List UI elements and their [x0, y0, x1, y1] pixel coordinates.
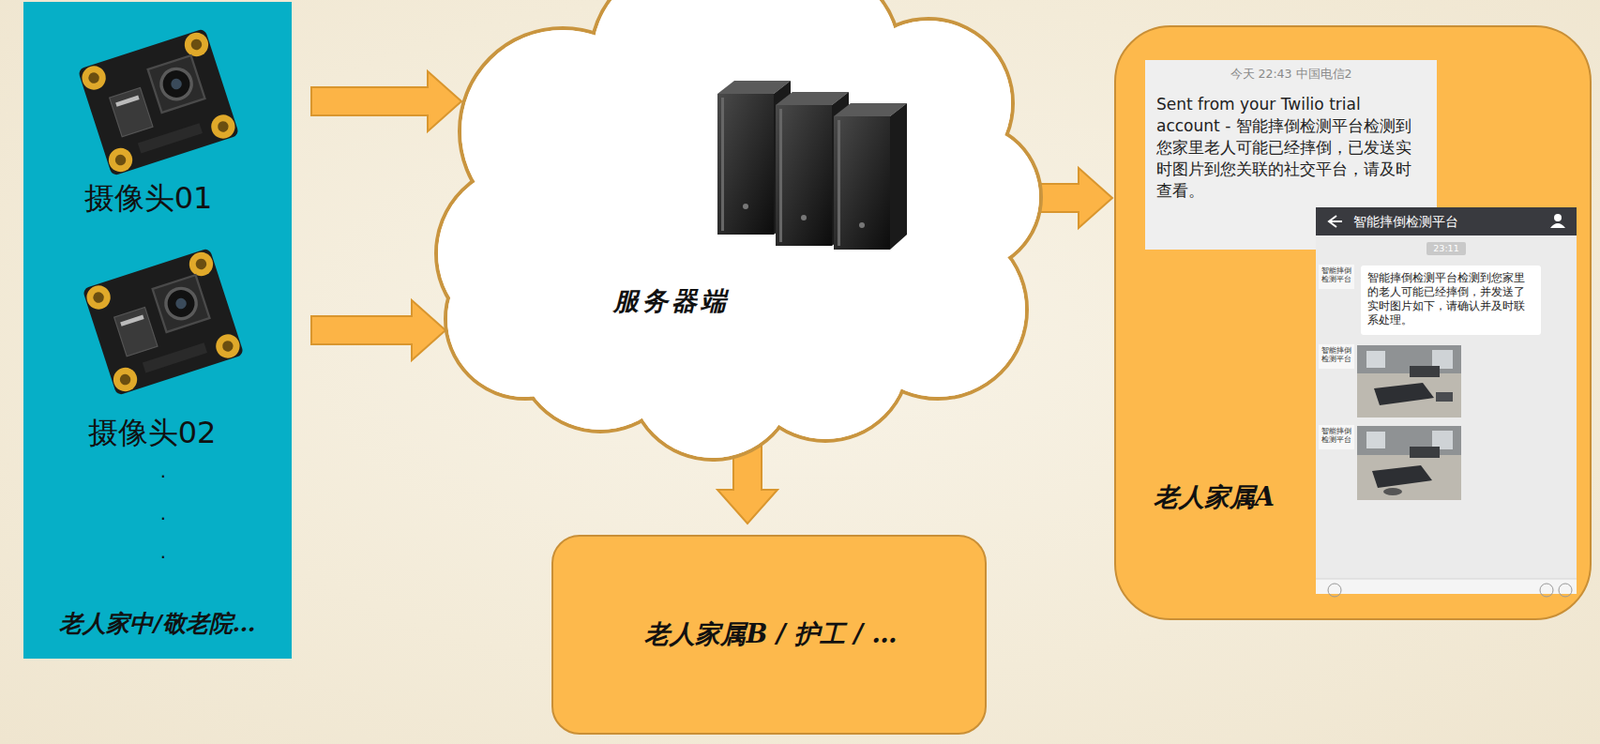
- chat-screenshot-illustration: [1315, 207, 1577, 594]
- avatar-name: 智能摔倒检测平台: [1319, 266, 1354, 285]
- block-arrow: [311, 71, 462, 132]
- ellipsis-dot: .: [153, 461, 173, 481]
- chat-message: 智能摔倒检测平台检测到您家里的老人可能已经摔倒，并发送了实时图片如下，请确认并及…: [1367, 271, 1535, 328]
- sms-message: Sent from your Twilio trial account - 智能…: [1156, 93, 1416, 202]
- chat-screenshot: 智能摔倒检测平台23:11智能摔倒检测平台智能摔倒检测平台检测到您家里的老人可能…: [1315, 207, 1577, 594]
- sms-header: 今天 22:43 中国电信2: [1145, 66, 1437, 81]
- camera-node: 摄像头01: [23, 28, 292, 226]
- cloud-server-illustration: [436, 0, 1042, 460]
- family-label: 老人家属B / 护工 / …: [553, 618, 989, 650]
- camera-label: 摄像头02: [17, 414, 287, 451]
- ellipsis-dot: .: [153, 542, 173, 561]
- avatar-name: 智能摔倒检测平台: [1319, 426, 1354, 445]
- camera-label: 摄像头01: [14, 180, 283, 216]
- family-label: 老人家属A: [1153, 482, 1314, 513]
- family-box: 老人家属B / 护工 / …: [551, 534, 987, 735]
- camera-node: 摄像头02: [23, 236, 292, 462]
- family-box: 老人家属A 今天 22:43 中国电信2Sent from your Twilio…: [1114, 25, 1592, 620]
- chat-time: 23:11: [1426, 242, 1466, 255]
- ellipsis-dot: .: [153, 503, 173, 523]
- chat-title: 智能摔倒检测平台: [1353, 213, 1532, 229]
- block-arrow: [311, 300, 446, 361]
- panel-title: 老人家中/敬老院…: [23, 609, 292, 638]
- location-panel: 老人家中/敬老院… 摄像头01 摄像头02...: [23, 1, 292, 659]
- avatar-name: 智能摔倒检测平台: [1319, 346, 1354, 364]
- server-label: 服务器端: [568, 286, 775, 317]
- server-cloud: 服务器端: [436, 0, 1042, 460]
